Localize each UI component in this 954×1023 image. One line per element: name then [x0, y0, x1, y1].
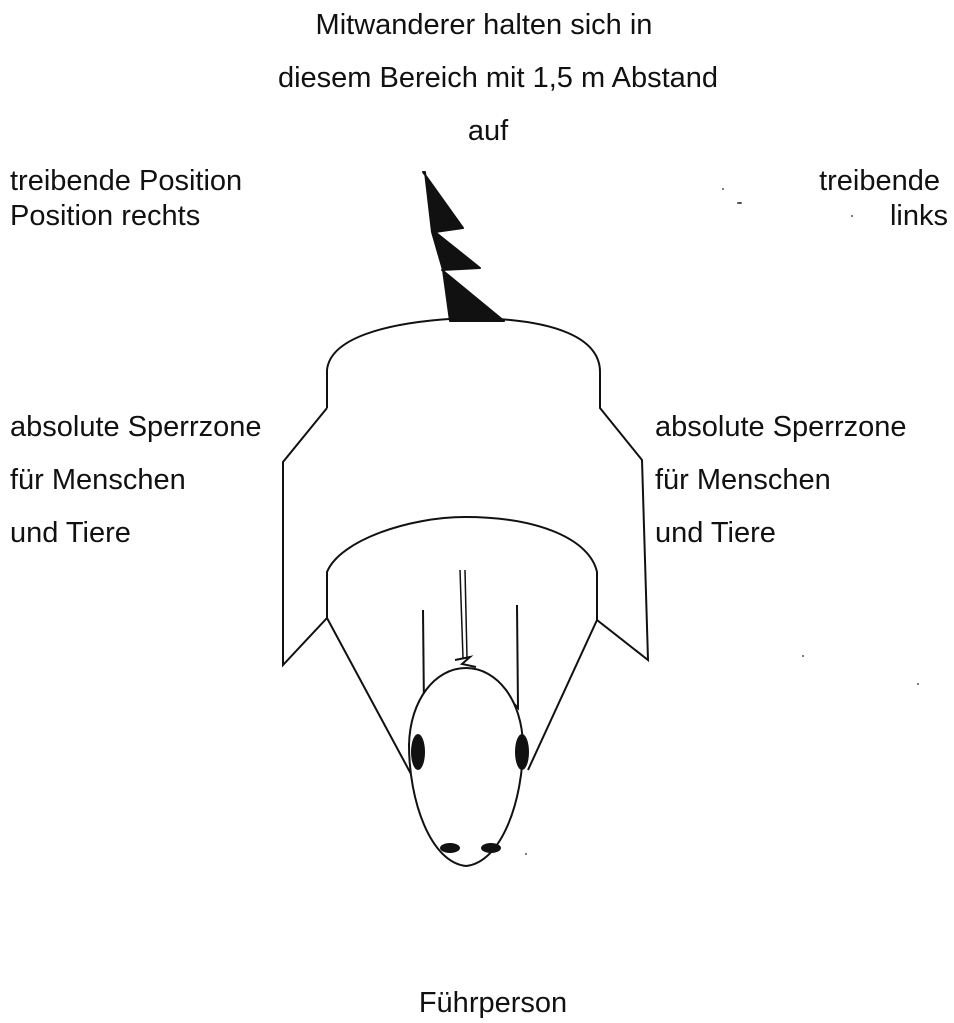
- neck-right-line: [528, 620, 597, 770]
- right-nostril: [481, 843, 501, 853]
- scan-speck: [802, 655, 804, 657]
- neck-left-line: [327, 618, 411, 774]
- left-nostril: [440, 843, 460, 853]
- lead-rope-line-b: [465, 570, 467, 658]
- left-eye: [411, 734, 425, 770]
- scan-speck: [525, 853, 527, 855]
- scan-speck: [851, 215, 853, 217]
- scan-speck: [737, 202, 742, 204]
- rear-body-outline: [327, 318, 648, 660]
- scan-speck: [917, 683, 919, 685]
- rear-body-outline-left: [283, 408, 327, 665]
- scan-speck: [722, 188, 724, 190]
- lead-rope-line-a: [460, 570, 463, 658]
- shoulder-outline: [327, 517, 597, 598]
- tail-shape: [423, 172, 504, 321]
- lead-rope-knot: [455, 657, 476, 667]
- head-outline: [409, 668, 523, 866]
- right-eye: [515, 734, 529, 770]
